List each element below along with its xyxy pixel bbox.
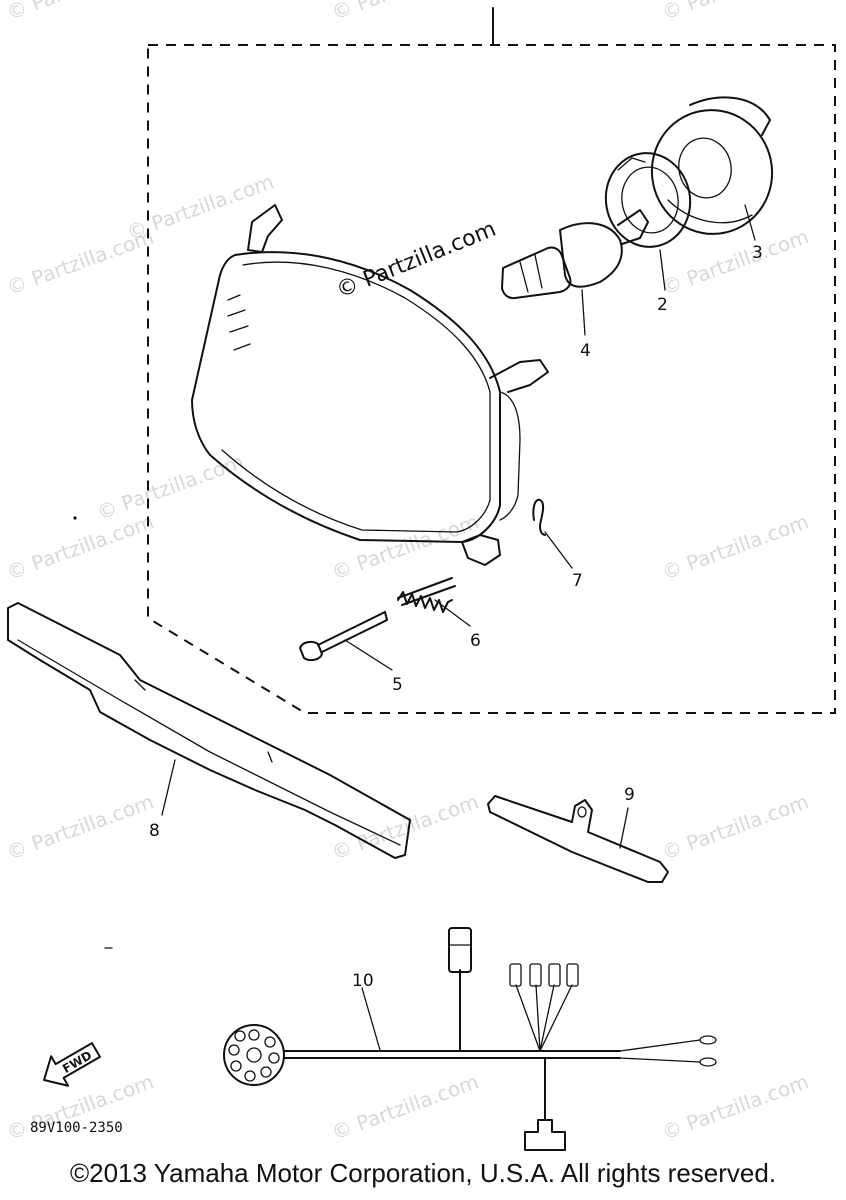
watermark: © Partzilla.com [329,0,482,25]
leader-line [659,249,666,291]
callout-6: 6 [470,631,481,651]
callout-8: 9 [624,785,635,805]
watermark: © Partzilla.com [94,449,247,524]
headlight-unit [191,204,549,566]
forward-arrow-icon: FWD [43,1042,101,1087]
watermark: © Partzilla.com [659,224,812,299]
leader-line [581,289,586,336]
watermark: © Partzilla.com [659,1069,812,1144]
callout-4: 4 [580,341,591,361]
stay-bracket [487,795,669,883]
callout-2: 2 [657,295,668,315]
adjusting-screw [299,611,388,662]
watermark: © Partzilla.com [124,169,277,244]
watermark: © Partzilla.com [4,789,157,864]
leader-line [619,807,629,849]
copyright-notice: ©2013 Yamaha Motor Corporation, U.S.A. A… [69,1158,777,1188]
assembly-boundary-box [147,44,836,714]
diagram-code: 89V100-2350 [30,1120,123,1136]
retaining-clip [532,498,546,536]
watermark: © Partzilla.com [659,789,812,864]
watermark-layer: © Partzilla.com © Partzilla.com © Partzi… [4,0,812,1145]
headlight-bracket [7,602,411,859]
leader-line [744,204,756,241]
watermark: © Partzilla.com [659,509,812,584]
center-watermark: © Partzilla.com [333,217,500,304]
watermark: © Partzilla.com [329,1069,482,1144]
bulb [501,209,649,300]
callout-7: 7 [572,571,583,591]
callout-3: 3 [752,243,763,263]
watermark: © Partzilla.com [4,0,157,25]
leader-line [161,759,176,816]
wire-harness [223,927,717,1151]
callout-9: 8 [149,821,160,841]
watermark: © Partzilla.com [4,509,157,584]
leader-line [434,599,471,627]
leader-line [344,639,393,671]
socket-ring [604,152,692,248]
watermark: © Partzilla.com [659,0,812,25]
stray-mark [73,516,77,520]
leader-line [361,987,381,1051]
watermark: © Partzilla.com [329,509,482,584]
adjusting-spring [397,577,456,613]
leader-line [544,531,573,569]
rubber-cover [650,96,774,235]
callout-5: 5 [392,675,403,695]
callout-10: 10 [352,971,374,991]
